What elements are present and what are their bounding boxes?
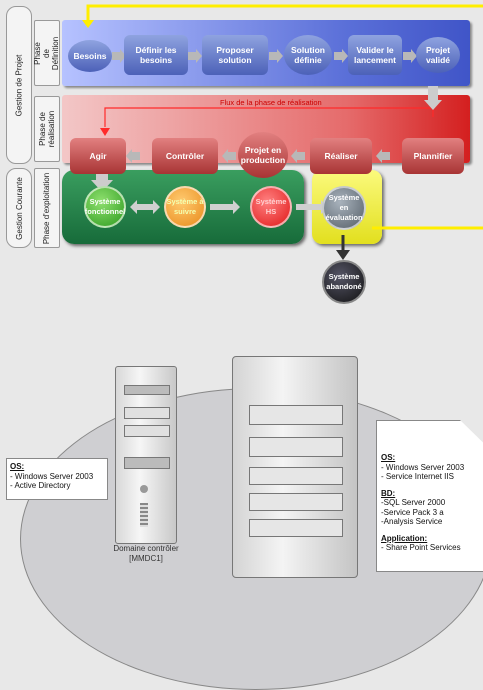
step-definir-besoins: Définir les besoins (124, 35, 188, 75)
server1-name: Domaine contrôler[MMDC1] (113, 544, 179, 563)
step-valider-lancement: Valider le lancement (348, 35, 402, 75)
realisation-flow-label: Flux de la phase de réalisation (220, 98, 322, 107)
server-domain-controller (115, 366, 177, 544)
arrow-right-icon (403, 49, 417, 63)
step-projet-valide: Projet validé (416, 37, 460, 73)
arrow-left-icon (291, 149, 305, 163)
flow-arrowhead (82, 20, 94, 28)
server2-os-title: OS: (381, 453, 396, 462)
arrow-right-icon (210, 200, 240, 214)
server1-note: OS: - Windows Server 2003 - Active Direc… (6, 458, 108, 500)
server2-app-title: Application: (381, 533, 428, 543)
server2-note: OS: - Windows Server 2003 - Service Inte… (376, 420, 483, 572)
sidebar-gestion-projet: Gestion de Projet (6, 6, 32, 164)
step-besoins: Besoins (68, 40, 112, 72)
server1-os-title: OS: (10, 462, 25, 471)
state-systeme-evaluation: Système en évaluation (322, 186, 366, 230)
sidebar-gestion-courante: Gestion Courante (6, 168, 32, 248)
step-proposer-solution: Proposer solution (202, 35, 268, 75)
step-solution-definie: Solution définie (284, 35, 332, 75)
double-arrow-icon (130, 200, 160, 214)
arrow-right-icon (188, 49, 202, 63)
arrow-right-icon (296, 200, 328, 214)
server2-bd-title: BD: (381, 488, 396, 498)
state-systeme-abandonne: Système abandoné (322, 260, 366, 304)
flow-lines (82, 4, 483, 260)
step-agir: Agir (70, 138, 126, 174)
state-systeme-fonctionnel: Système fonctionnel (84, 186, 126, 228)
step-projet-production: Projet en production (238, 132, 288, 178)
arrow-right-icon (334, 49, 348, 63)
state-systeme-a-suivre: Système à suivre (164, 186, 206, 228)
server-application (232, 356, 358, 578)
arrow-left-icon (126, 149, 140, 163)
arrow-right-icon (269, 49, 283, 63)
sidebar-phase-exploitation: Phase d'exploitation (34, 168, 60, 248)
step-plannifier: Plannifier (402, 138, 464, 174)
arrow-left-icon (376, 149, 390, 163)
state-systeme-hs: Système HS (250, 186, 292, 228)
arrow-right-icon (112, 49, 126, 63)
arrow-left-icon (222, 149, 236, 163)
step-realiser: Réaliser (310, 138, 372, 174)
step-controler: Contrôler (152, 138, 218, 174)
